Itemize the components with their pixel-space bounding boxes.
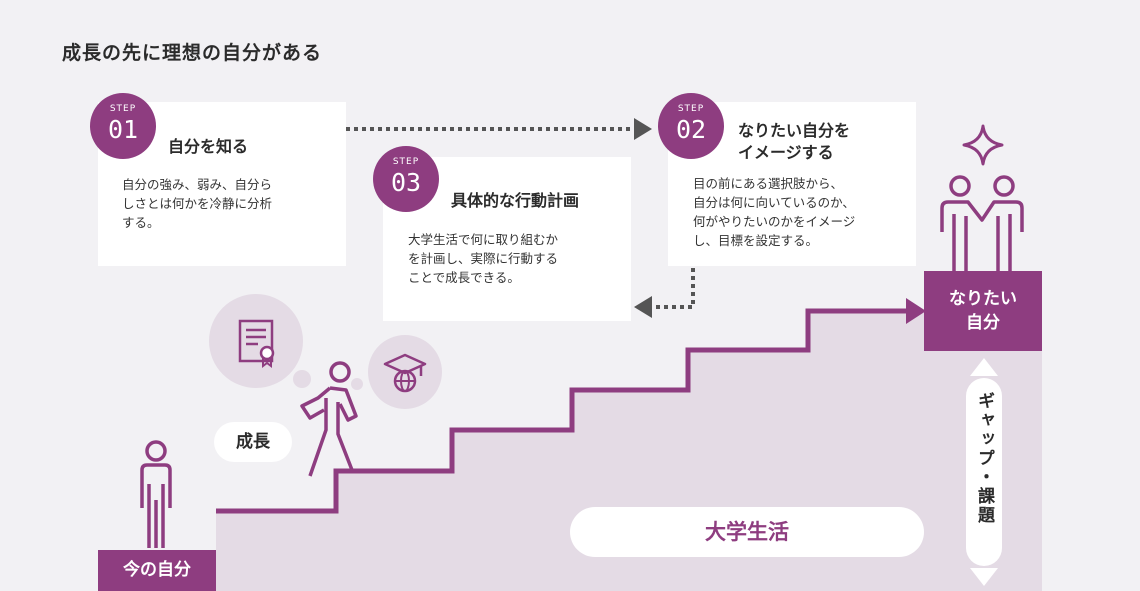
- college-life-label: 大学生活: [570, 507, 924, 557]
- sparkle-icon: [962, 124, 1004, 166]
- step-02-card: なりたい自分を イメージする 目の前にある選択肢から、 自分は何に向いているのか…: [668, 102, 916, 266]
- step-01-badge: STEP 01: [90, 93, 156, 159]
- step-02-description: 目の前にある選択肢から、 自分は何に向いているのか、 何がやりたいのかをイメージ…: [693, 176, 856, 248]
- dotted-arrow-2-3: [650, 268, 695, 309]
- growth-label: 成長: [214, 422, 292, 462]
- stairs-arrowhead: [906, 298, 926, 324]
- ideal-self-box: なりたい 自分: [924, 271, 1042, 351]
- thought-dot: [293, 370, 311, 388]
- current-self-box: 今の自分: [98, 550, 216, 591]
- gap-label: ギャップ・課題: [974, 392, 994, 525]
- step-03-description: 大学生活で何に取り組むか を計画し、実際に行動する ことで成長できる。: [408, 232, 559, 285]
- step-01-heading: 自分を知る: [168, 137, 249, 156]
- person-walking-icon: [300, 361, 358, 477]
- step-02-heading: なりたい自分を イメージする: [738, 121, 851, 162]
- certificate-bubble: [209, 294, 303, 388]
- graduation-cap-icon: [383, 353, 427, 393]
- step-03-badge: STEP 03: [373, 146, 439, 212]
- arrowhead-2-3: [634, 296, 652, 318]
- gap-double-arrow: [966, 358, 1002, 586]
- thought-dot-small: [351, 378, 363, 390]
- arrowhead-1-2: [634, 118, 652, 140]
- certificate-icon: [238, 319, 275, 368]
- page-title: 成長の先に理想の自分がある: [62, 42, 323, 64]
- person-standing-icon: [140, 440, 172, 548]
- stairs-line: [216, 308, 912, 514]
- step-03-heading: 具体的な行動計画: [451, 191, 580, 210]
- step-01-description: 自分の強み、弱み、自分ら しさとは何かを冷静に分析 する。: [122, 177, 273, 230]
- step-02-badge: STEP 02: [658, 93, 724, 159]
- people-handshake-icon: [940, 175, 1024, 272]
